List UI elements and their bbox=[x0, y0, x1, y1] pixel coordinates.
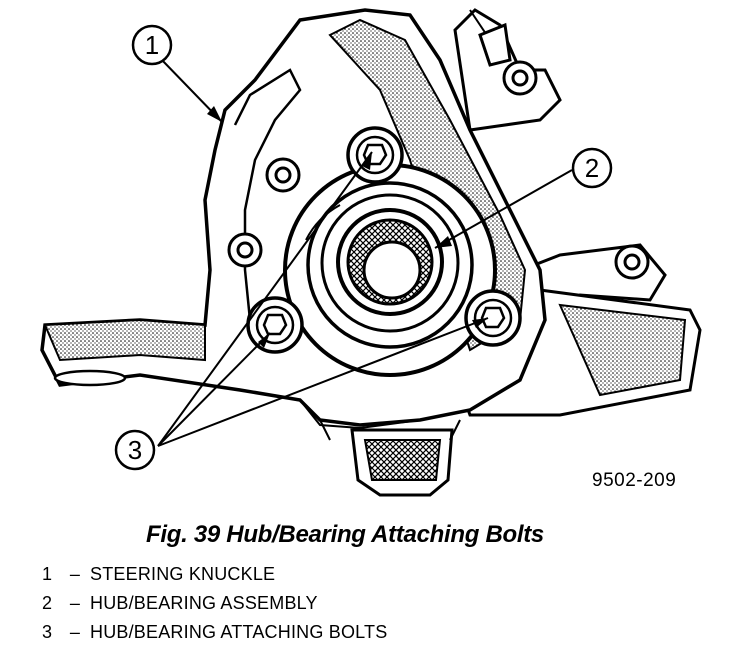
legend-label: HUB/BEARING ATTACHING BOLTS bbox=[90, 622, 388, 642]
legend-number: 1 bbox=[42, 564, 53, 584]
callout-1: 1 bbox=[131, 24, 173, 66]
leader-lines bbox=[157, 57, 573, 447]
legend-dash: – bbox=[69, 622, 81, 642]
svg-text:2: 2 bbox=[585, 153, 599, 183]
attaching-bolt-right bbox=[464, 289, 522, 347]
callout-3: 3 bbox=[114, 429, 156, 471]
hub-bearing-illustration: 1 2 3 bbox=[40, 8, 702, 497]
figure-caption: Fig. 39 Hub/Bearing Attaching Bolts bbox=[146, 521, 544, 548]
svg-text:1: 1 bbox=[145, 30, 159, 60]
legend-list: 1–STEERING KNUCKLE 2–HUB/BEARING ASSEMBL… bbox=[42, 560, 387, 647]
legend-label: HUB/BEARING ASSEMBLY bbox=[90, 593, 318, 613]
legend-dash: – bbox=[69, 593, 81, 613]
knuckle-holes bbox=[227, 60, 650, 280]
legend-dash: – bbox=[69, 564, 81, 584]
attaching-bolt-left bbox=[246, 296, 304, 354]
lower-boss bbox=[319, 419, 461, 497]
legend-label: STEERING KNUCKLE bbox=[90, 564, 276, 584]
legend-number: 3 bbox=[42, 622, 53, 642]
legend-number: 2 bbox=[42, 593, 53, 613]
legend-item: 3–HUB/BEARING ATTACHING BOLTS bbox=[42, 618, 387, 647]
attaching-bolt-top bbox=[346, 126, 404, 184]
legend-item: 2–HUB/BEARING ASSEMBLY bbox=[42, 589, 387, 618]
hub-bearing bbox=[283, 163, 497, 377]
leader-arrowheads bbox=[207, 106, 488, 348]
callout-2: 2 bbox=[571, 147, 613, 189]
legend-item: 1–STEERING KNUCKLE bbox=[42, 560, 387, 589]
figure-code: 9502-209 bbox=[592, 470, 677, 491]
svg-text:3: 3 bbox=[128, 435, 142, 465]
